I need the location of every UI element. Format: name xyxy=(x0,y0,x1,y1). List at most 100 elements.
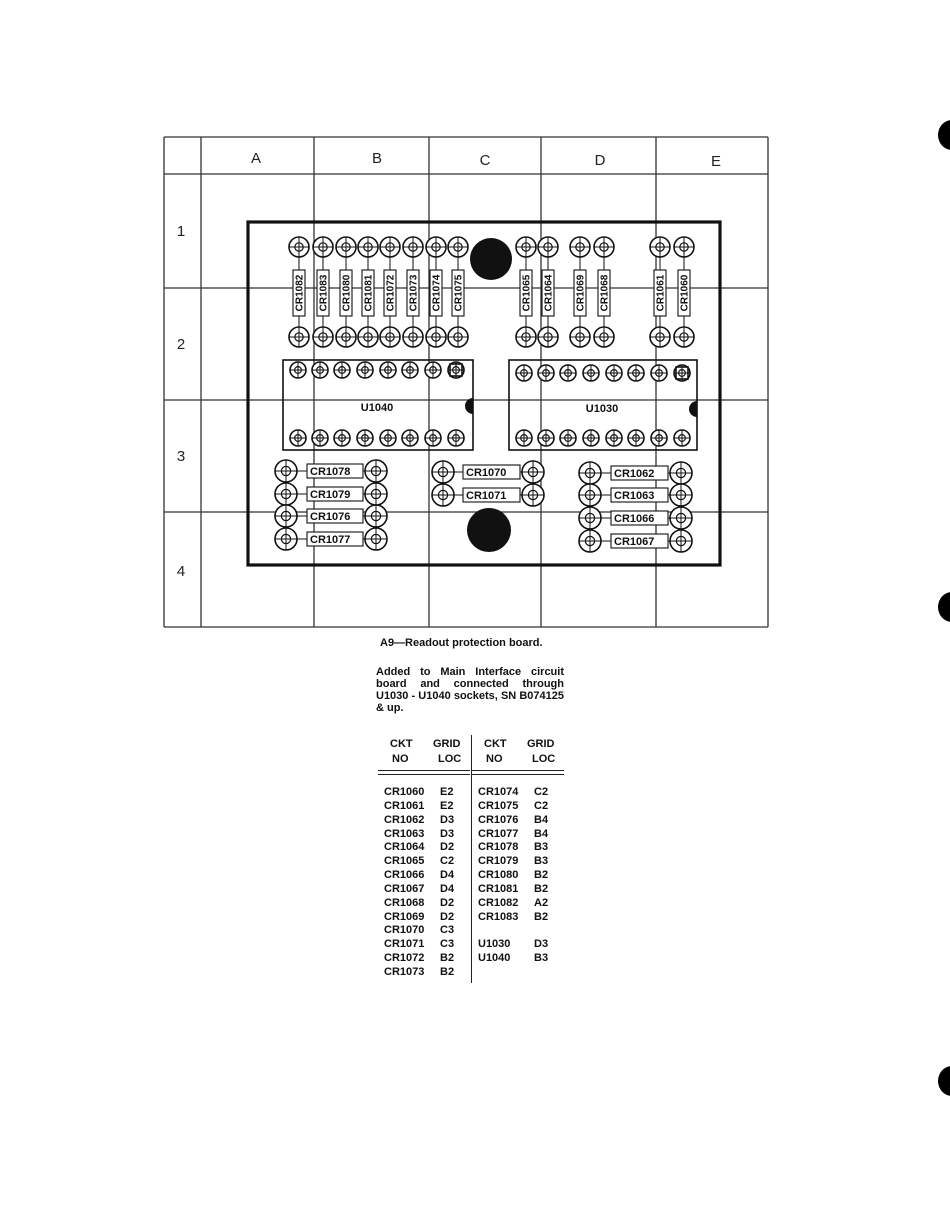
ckt-no: CR1077 xyxy=(478,827,519,840)
top-diode-label: CR1064 xyxy=(544,274,555,311)
solder-pad xyxy=(650,429,668,447)
solder-pad xyxy=(673,364,691,382)
table-divider xyxy=(471,735,472,983)
binder-hole-middle xyxy=(938,592,950,622)
solder-pad xyxy=(537,429,555,447)
solder-pad xyxy=(578,529,602,553)
top-diode-label: CR1068 xyxy=(600,274,611,311)
solder-pad xyxy=(593,236,615,258)
solder-pad xyxy=(424,361,442,379)
solder-pad xyxy=(515,364,533,382)
solder-pad xyxy=(379,326,401,348)
header-no: NO xyxy=(392,753,409,765)
bottom-diode-label: CR1071 xyxy=(466,490,506,502)
solder-pad xyxy=(431,483,455,507)
solder-pad xyxy=(537,326,559,348)
solder-pad xyxy=(431,460,455,484)
bottom-pads xyxy=(274,459,693,553)
solder-pad xyxy=(650,364,668,382)
table-row: CR1073 B2 xyxy=(378,966,470,980)
solder-pad xyxy=(311,429,329,447)
solder-pad xyxy=(402,236,424,258)
solder-pad xyxy=(537,364,555,382)
bottom-diode-label: CR1070 xyxy=(466,467,506,479)
solder-pad xyxy=(274,459,298,483)
grid-loc: B2 xyxy=(440,965,455,978)
solder-pad xyxy=(401,361,419,379)
header-no: NO xyxy=(486,753,503,765)
top-diode-label: CR1069 xyxy=(576,274,587,311)
table-row: CR1080 B2 xyxy=(472,869,564,883)
grid-loc: D2 xyxy=(440,896,455,909)
ckt-no: CR1072 xyxy=(384,952,425,965)
bottom-diode-label: CR1063 xyxy=(614,490,654,502)
mounting-hole-bottom xyxy=(467,508,511,552)
ckt-no: CR1074 xyxy=(478,786,519,798)
header-grid: GRID xyxy=(433,738,461,750)
top-diode-label: CR1060 xyxy=(680,274,691,311)
solder-pad xyxy=(274,482,298,506)
ckt-no: CR1067 xyxy=(384,882,425,895)
solder-pad xyxy=(288,236,310,258)
solder-pad xyxy=(447,429,465,447)
top-diode-label: CR1081 xyxy=(364,274,375,311)
bottom-diode-label: CR1077 xyxy=(310,534,350,546)
solder-pad xyxy=(515,326,537,348)
grid-loc: D3 xyxy=(534,938,549,951)
grid-loc: B2 xyxy=(534,869,549,882)
solder-pad xyxy=(447,361,465,379)
grid-loc: D3 xyxy=(440,813,455,826)
ckt-no: CR1080 xyxy=(478,869,519,882)
binder-hole-bottom xyxy=(938,1066,950,1096)
grid-loc: C2 xyxy=(440,855,455,868)
ckt-no: CR1081 xyxy=(478,882,519,895)
grid-labels: A B C D E 1 2 3 4 xyxy=(177,150,721,580)
top-diode-label: CR1073 xyxy=(409,274,420,311)
ckt-no: CR1064 xyxy=(384,841,425,854)
column-label-a: A xyxy=(251,150,261,167)
solder-pad xyxy=(424,429,442,447)
solder-pad xyxy=(311,361,329,379)
solder-pad xyxy=(425,236,447,258)
ckt-no: CR1073 xyxy=(384,965,425,978)
solder-pad xyxy=(521,460,545,484)
ckt-no: CR1082 xyxy=(478,896,519,909)
grid-loc: B4 xyxy=(534,827,549,840)
column-label-e: E xyxy=(711,153,721,170)
grid-loc: E2 xyxy=(440,786,454,798)
grid-loc: B3 xyxy=(534,841,549,854)
row-label-1: 1 xyxy=(177,223,185,240)
ckt-no: CR1071 xyxy=(384,938,425,951)
solder-pad xyxy=(379,361,397,379)
solder-pad xyxy=(521,483,545,507)
table-header: CKT NO GRID LOC xyxy=(378,733,470,767)
ckt-no: CR1062 xyxy=(384,813,425,826)
ckt-no: CR1069 xyxy=(384,910,425,923)
grid-loc: C3 xyxy=(440,924,455,937)
solder-pad xyxy=(356,361,374,379)
solder-pad xyxy=(364,504,388,528)
solder-pad xyxy=(669,506,693,530)
bottom-diode-label: CR1067 xyxy=(614,536,654,548)
solder-pad xyxy=(515,429,533,447)
figure-description: Added to Main Interface circuit board an… xyxy=(376,666,564,714)
grid-loc: B4 xyxy=(534,813,549,826)
solder-pad xyxy=(649,236,671,258)
solder-pad xyxy=(357,236,379,258)
top-diode-label: CR1065 xyxy=(522,274,533,311)
